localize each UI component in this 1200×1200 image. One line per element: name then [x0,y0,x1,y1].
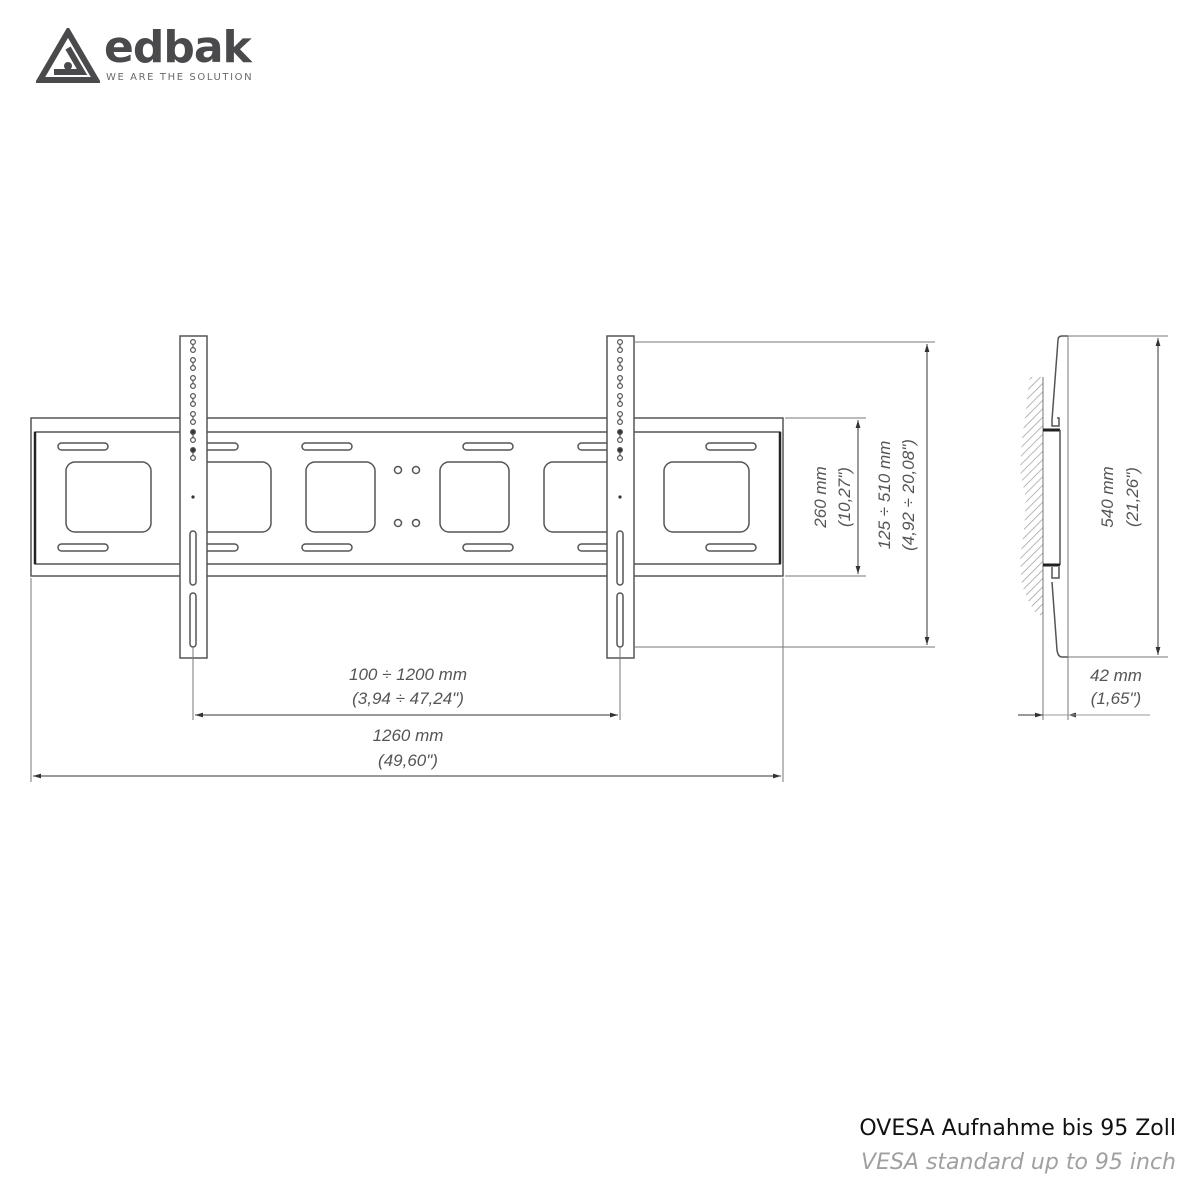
vesa-horizontal-mm: 100 ÷ 1200 mm [349,665,467,684]
brand-logo: edbak WE ARE THE SOLUTION [36,22,256,88]
vesa-vertical-inch: (4,92 ÷ 20,08") [899,439,918,551]
right-vesa-rail [606,335,635,659]
brand-tagline: WE ARE THE SOLUTION [106,72,254,83]
wall-hatch [1020,377,1043,617]
depth-inch: (1,65") [1091,689,1141,708]
front-view [30,417,784,577]
front-dimensions [30,341,935,782]
side-height-mm: 540 mm [1098,466,1117,527]
left-vesa-rail [179,335,208,659]
side-view [1020,335,1069,720]
vesa-horizontal-inch: (3,94 ÷ 47,24") [352,689,464,708]
mounting-bar-outer [30,417,784,577]
width-total-mm: 1260 mm [373,726,444,745]
edbak-logo-icon [36,28,100,83]
side-height-inch: (21,26") [1123,467,1142,527]
brand-name: edbak [104,22,252,73]
depth-mm: 42 mm [1090,666,1142,685]
caption-english: VESA standard up to 95 inch [861,1150,1176,1175]
side-dimensions [1018,335,1168,718]
caption-german: OVESA Aufnahme bis 95 Zoll [859,1116,1176,1141]
vesa-vertical-mm: 125 ÷ 510 mm [875,441,894,550]
bar-height-inch: (10,27") [835,467,854,527]
width-total-inch: (49,60") [378,751,438,770]
bar-height-mm: 260 mm [811,466,830,528]
